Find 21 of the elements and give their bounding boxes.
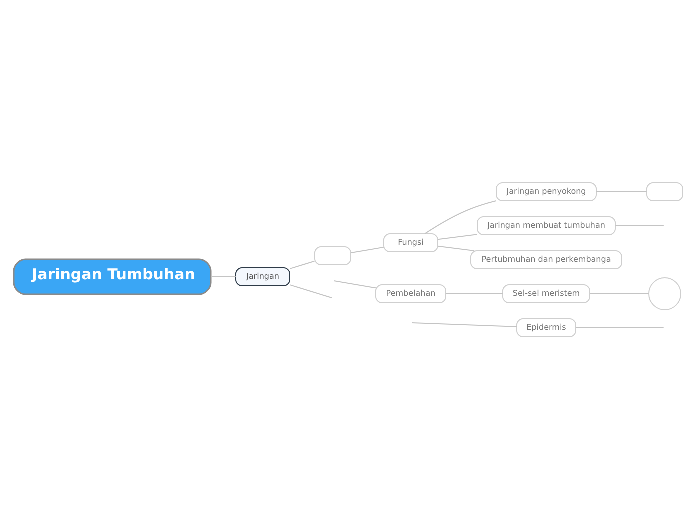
node-box: Fungsi [384,234,438,252]
node-box [646,182,684,202]
node-box: Epidermis [516,318,576,338]
connector [290,260,316,270]
connector [438,234,478,240]
connector [438,246,476,252]
node-box: Sel-sel meristem [502,284,590,304]
connector [424,200,497,234]
node-box: Jaringan membuat tumbuhan [477,216,616,236]
connector [350,246,384,254]
node-box: Jaringan [236,268,290,286]
node-box: Pembelahan [376,284,446,304]
node-circle [648,278,682,310]
connector [210,276,236,278]
connector [290,284,332,298]
node-box [314,246,352,266]
connector [334,280,376,289]
connector [412,322,518,328]
node-box: Jaringan penyokong [496,182,597,202]
node-box: Pertubmuhan dan perkembanga [470,250,622,270]
node-box: Jaringan Tumbuhan [13,258,212,296]
